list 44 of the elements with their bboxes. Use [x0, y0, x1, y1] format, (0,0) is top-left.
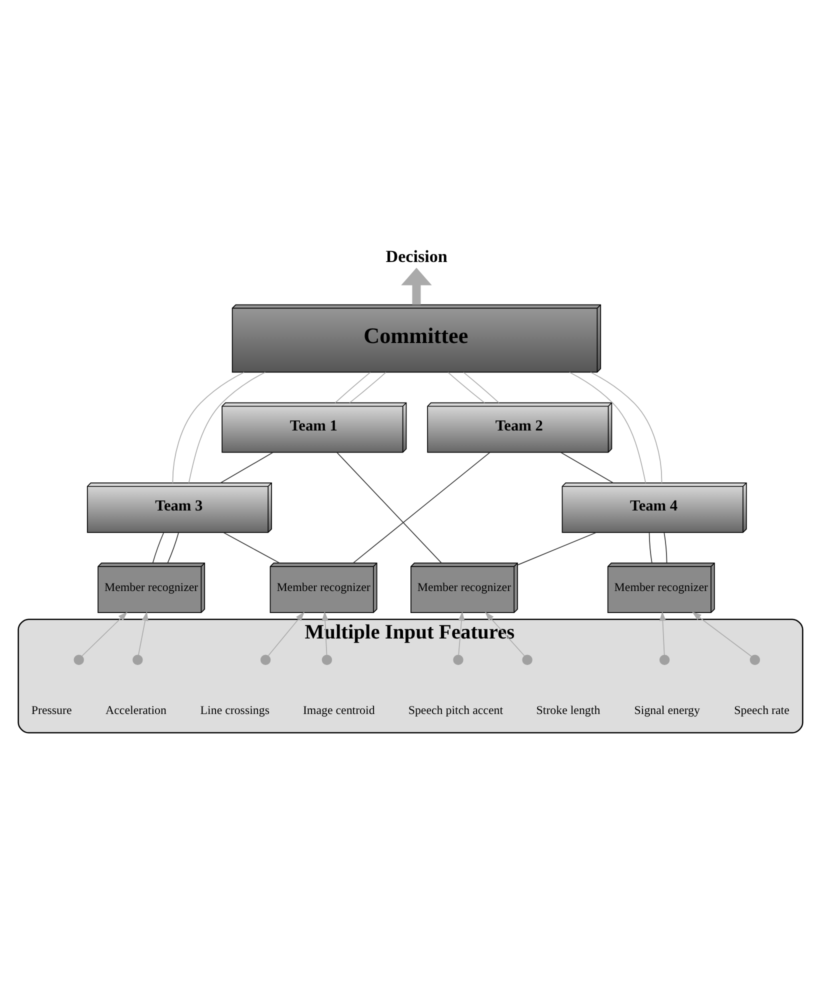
- node-circle: [750, 654, 760, 664]
- node-circle: [322, 654, 332, 664]
- connector: [648, 532, 652, 563]
- label: Signal energy: [634, 702, 700, 716]
- node-circle: [453, 654, 464, 664]
- connector: [569, 371, 646, 483]
- node-text: Decision: [386, 246, 448, 266]
- connector: [336, 452, 442, 563]
- arrow: [322, 610, 328, 655]
- arrow: [692, 611, 752, 656]
- label: Image centroid: [302, 702, 375, 716]
- connector: [463, 371, 500, 403]
- arrow: [458, 610, 465, 655]
- connector: [517, 532, 597, 565]
- node-circle: [659, 654, 670, 664]
- arrow: [659, 610, 666, 655]
- connector: [220, 451, 274, 483]
- label: Speech rate: [734, 702, 790, 716]
- arrow: [268, 611, 305, 656]
- connector: [560, 451, 614, 483]
- connector: [448, 371, 485, 403]
- arrow: [82, 611, 128, 656]
- label: Stroke length: [536, 702, 600, 716]
- arrow: [484, 611, 526, 656]
- node-circle: [522, 654, 532, 664]
- connector: [188, 371, 266, 483]
- arrow: [401, 267, 432, 304]
- node-circle: [132, 654, 143, 664]
- label: Speech pitch accent: [408, 702, 504, 716]
- connector: [334, 371, 371, 403]
- connector: [352, 452, 490, 563]
- connector: [349, 371, 386, 403]
- label: Line crossings: [200, 702, 270, 716]
- node-circle: [74, 654, 84, 664]
- connector: [167, 532, 179, 563]
- connector: [152, 532, 164, 563]
- node-circle: [260, 654, 271, 664]
- label: Pressure: [31, 702, 72, 716]
- connector: [590, 371, 662, 483]
- arrow: [138, 610, 148, 656]
- connector: [223, 532, 280, 563]
- connector: [664, 532, 668, 563]
- connector: [172, 371, 244, 483]
- label: Acceleration: [106, 702, 166, 716]
